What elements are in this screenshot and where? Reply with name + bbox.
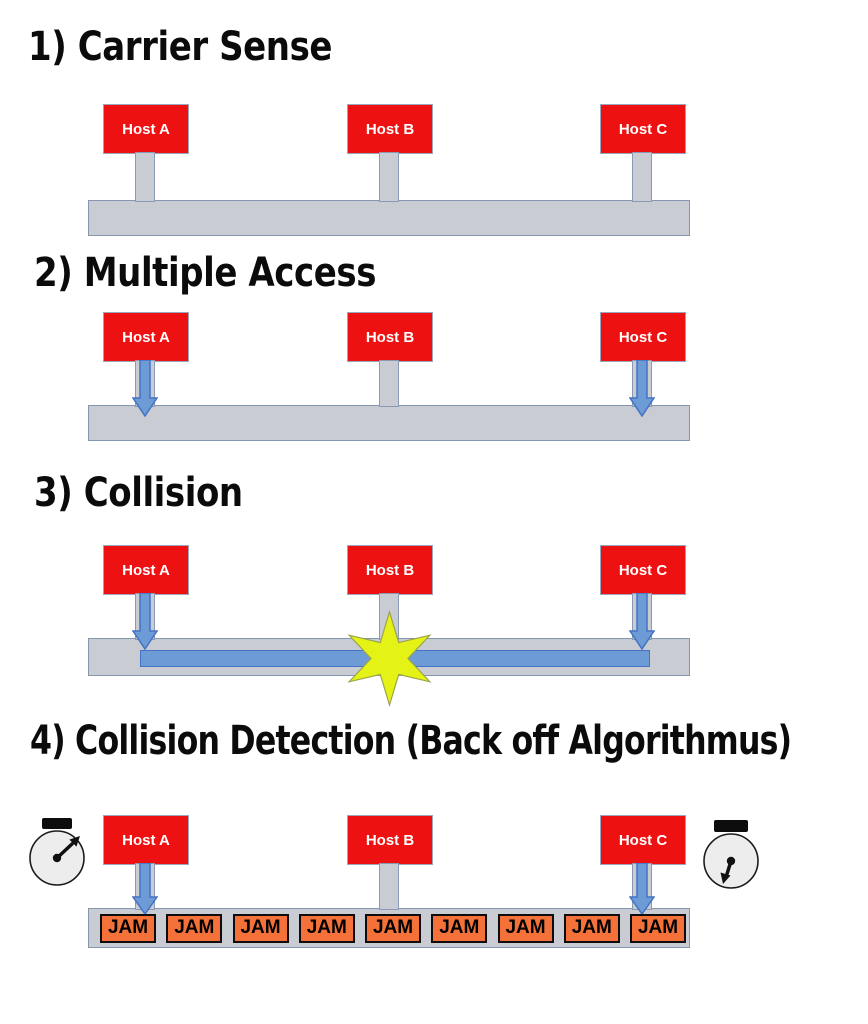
collision-burst-icon <box>347 610 432 707</box>
host-label: Host A <box>122 561 170 579</box>
host-box: Host A <box>103 815 189 865</box>
jam-box: JAM <box>232 913 289 943</box>
host-stem <box>379 863 399 910</box>
jam-label: JAM <box>637 917 679 938</box>
host-stem <box>379 152 399 202</box>
down-arrow-icon <box>629 863 655 915</box>
host-label: Host B <box>365 120 415 138</box>
host-label: Host A <box>122 831 170 849</box>
jam-box: JAM <box>365 913 421 943</box>
down-arrow-icon <box>629 360 655 417</box>
section-title-collision: 3) Collision <box>34 470 243 516</box>
jam-label: JAM <box>306 917 347 938</box>
host-box: Host A <box>103 312 189 362</box>
host-label: Host B <box>365 328 415 346</box>
jam-label: JAM <box>505 917 546 938</box>
jam-box: JAM <box>630 913 686 943</box>
down-arrow-icon <box>132 360 158 417</box>
jam-label: JAM <box>240 917 281 938</box>
host-stem <box>632 152 652 202</box>
host-box: Host B <box>347 104 433 154</box>
host-box: Host C <box>600 312 686 362</box>
host-label: Host A <box>122 328 170 346</box>
section-title-multiple-access: 2) Multiple Access <box>34 250 377 296</box>
stopwatch-right-icon <box>703 820 759 889</box>
section-title-carrier-sense: 1) Carrier Sense <box>28 24 333 70</box>
jam-row: JAM JAM JAM JAM JAM JAM JAM JAM JAM <box>100 913 686 943</box>
host-box: Host C <box>600 815 686 865</box>
host-label: Host C <box>618 561 668 579</box>
jam-box: JAM <box>431 913 488 943</box>
host-label: Host C <box>618 120 668 138</box>
host-box: Host C <box>600 545 686 595</box>
host-box: Host C <box>600 104 686 154</box>
down-arrow-icon <box>132 593 158 650</box>
jam-box: JAM <box>166 913 223 943</box>
jam-box: JAM <box>497 913 554 943</box>
jam-label: JAM <box>571 917 612 938</box>
host-label: Host A <box>122 120 170 138</box>
host-stem <box>379 360 399 407</box>
host-box: Host B <box>347 545 433 595</box>
section-title-collision-detection: 4) Collision Detection (Back off Algorit… <box>30 718 792 764</box>
stopwatch-left-icon <box>29 818 85 886</box>
host-label: Host B <box>365 831 415 849</box>
host-box: Host B <box>347 312 433 362</box>
host-label: Host B <box>365 561 415 579</box>
host-box: Host A <box>103 545 189 595</box>
network-bus <box>88 200 690 236</box>
jam-box: JAM <box>298 913 355 943</box>
jam-label: JAM <box>174 917 215 938</box>
jam-label: JAM <box>107 917 149 938</box>
jam-label: JAM <box>372 917 414 938</box>
host-box: Host B <box>347 815 433 865</box>
down-arrow-icon <box>629 593 655 650</box>
host-box: Host A <box>103 104 189 154</box>
host-stem <box>135 152 155 202</box>
jam-box: JAM <box>100 913 156 943</box>
network-bus <box>88 405 690 441</box>
down-arrow-icon <box>132 863 158 915</box>
jam-box: JAM <box>563 913 620 943</box>
host-label: Host C <box>618 831 668 849</box>
host-label: Host C <box>618 328 668 346</box>
jam-label: JAM <box>439 917 480 938</box>
